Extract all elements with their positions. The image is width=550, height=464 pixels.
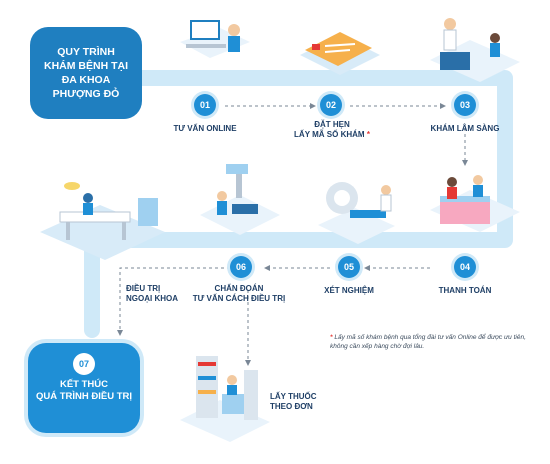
- lab-test-icon: [318, 182, 395, 244]
- doctor-computer-icon: [180, 20, 250, 58]
- step-label: THANH TOÁN: [430, 286, 500, 296]
- asterisk-mark: *: [330, 334, 333, 341]
- step-number: 07: [73, 353, 95, 375]
- step-number: 05: [338, 256, 360, 278]
- end-step: 07 KẾT THÚC QUÁ TRÌNH ĐIỀU TRỊ: [28, 343, 140, 433]
- step-label: KHÁM LÂM SÀNG: [425, 124, 505, 134]
- step-label-line: TƯ VẤN CÁCH ĐIỀU TRỊ: [192, 294, 286, 303]
- step-label: TƯ VẤN ONLINE: [170, 124, 240, 134]
- step-number: 04: [454, 256, 476, 278]
- appointment-form-icon: [300, 32, 380, 75]
- step-label-line: THANH TOÁN: [438, 286, 492, 295]
- footnote: * Lấy mã số khám bệnh qua tổng đài tư vấ…: [330, 333, 530, 351]
- step-label: ĐIỀU TRỊ NGOẠI KHOA: [126, 284, 186, 304]
- surgery-icon: [40, 182, 165, 260]
- asterisk-mark: *: [366, 130, 370, 139]
- step-label: LẤY THUỐC THEO ĐƠN: [270, 392, 330, 412]
- title-line: KHÁM BỆNH TẠI: [44, 60, 128, 72]
- step-label-line: LẤY THUỐC: [270, 392, 317, 401]
- clinic-exam-icon: [430, 18, 520, 82]
- pharmacy-icon: [180, 356, 270, 442]
- step-label: XÉT NGHIỆM: [314, 286, 384, 296]
- step-label-line: THEO ĐƠN: [270, 402, 313, 411]
- step-number: 02: [320, 94, 342, 116]
- end-label-line: KẾT THÚC: [59, 379, 109, 390]
- step-label-line: ĐIỀU TRỊ: [126, 284, 161, 293]
- step-label-line: XÉT NGHIỆM: [324, 286, 374, 295]
- title-line: QUY TRÌNH: [57, 46, 115, 58]
- step-label-line: LẤY MÃ SỐ KHÁM *: [294, 130, 370, 139]
- step-label-line: KHÁM LÂM SÀNG: [430, 124, 500, 133]
- consultation-icon: [200, 164, 280, 235]
- title-line: ĐA KHOA: [61, 74, 111, 86]
- step-label-line: TƯ VẤN ONLINE: [173, 124, 237, 133]
- step-number: 01: [194, 94, 216, 116]
- step-label-line: CHẨN ĐOÁN: [214, 284, 264, 293]
- end-label-line: QUÁ TRÌNH ĐIỀU TRỊ: [35, 391, 133, 402]
- process-title: QUY TRÌNH KHÁM BỆNH TẠI ĐA KHOA PHƯỢNG Đ…: [30, 27, 142, 119]
- title-line: PHƯỢNG ĐỎ: [52, 88, 120, 100]
- step-label-line: NGOẠI KHOA: [126, 294, 178, 303]
- step-number: 06: [230, 256, 252, 278]
- step-label-line: ĐẶT HẸN: [314, 120, 350, 129]
- step-number: 03: [454, 94, 476, 116]
- step-label: ĐẶT HẸN LẤY MÃ SỐ KHÁM *: [290, 120, 374, 140]
- cashier-desk-icon: [430, 175, 520, 232]
- footnote-text: Lấy mã số khám bệnh qua tổng đài tư vấn …: [330, 334, 526, 350]
- step-label: CHẨN ĐOÁN TƯ VẤN CÁCH ĐIỀU TRỊ: [184, 284, 294, 304]
